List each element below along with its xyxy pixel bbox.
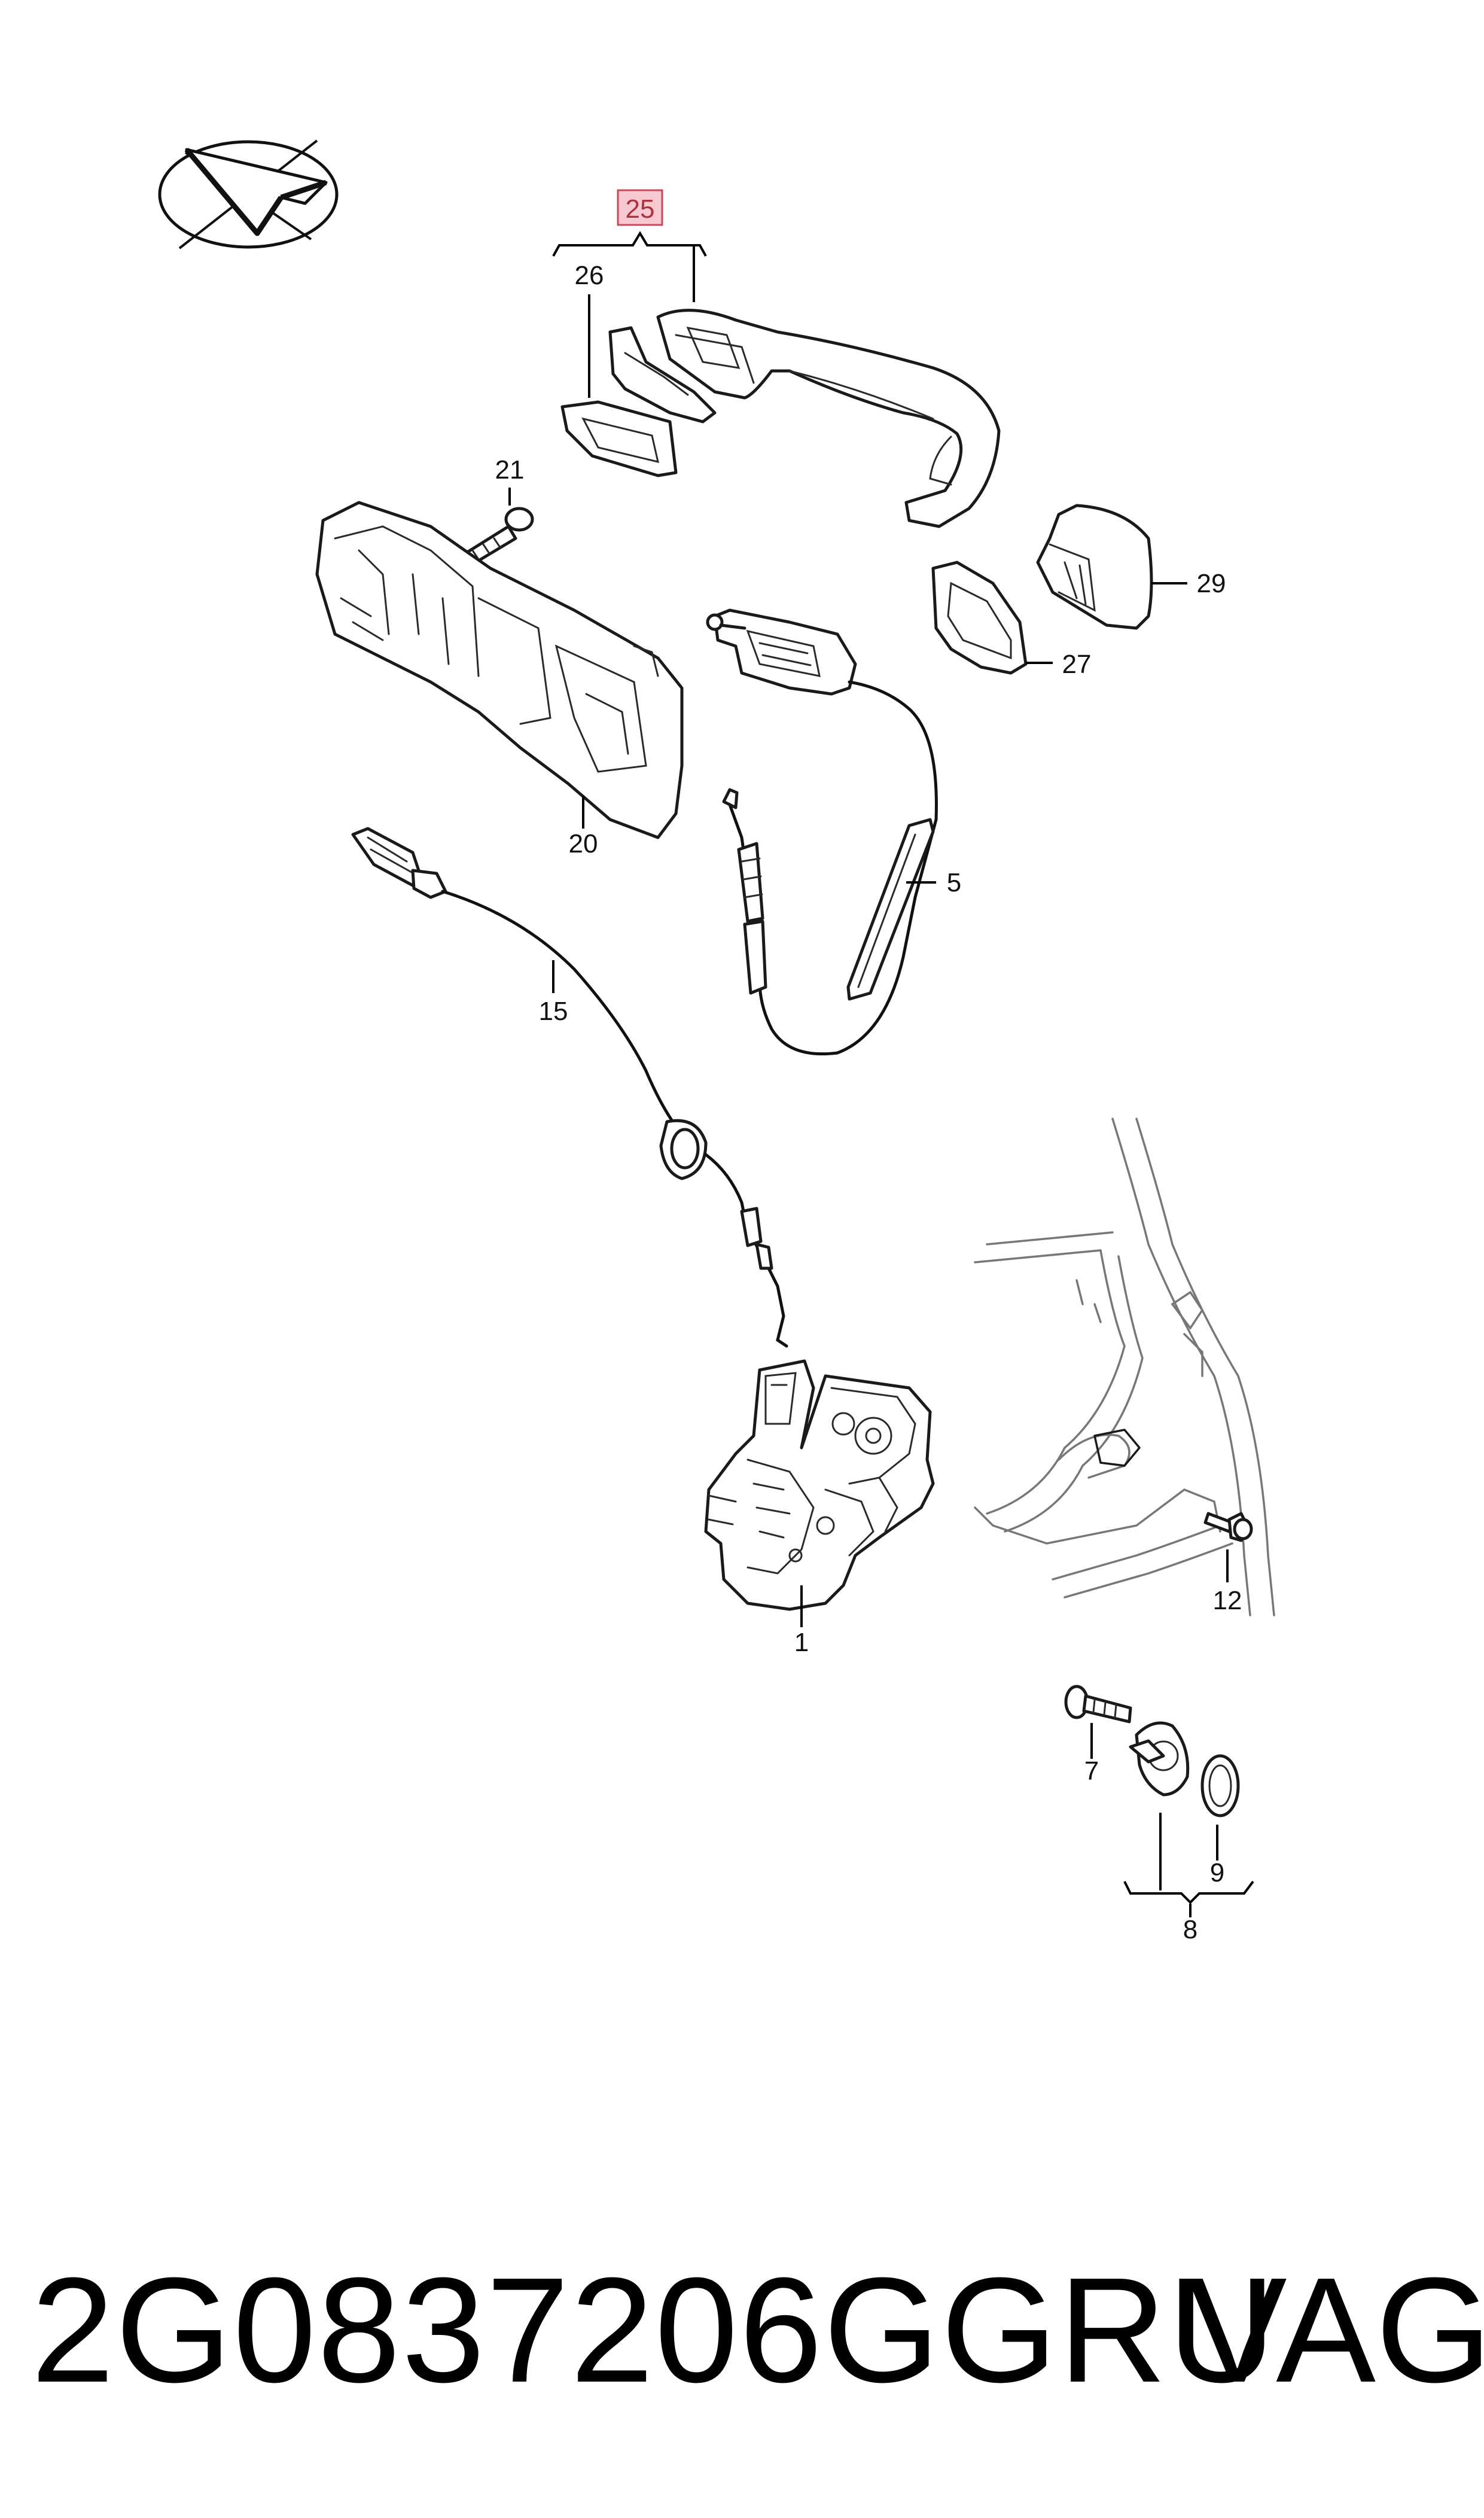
part-1-door-lock: 1 (704, 1359, 935, 1657)
brand-name: VAG (1187, 2246, 1484, 2413)
callout-15-label: 15 (539, 997, 568, 1026)
part-21-screw: 21 (459, 455, 534, 569)
callout-12-label: 12 (1213, 1586, 1242, 1615)
part-12-bolt: 12 (1203, 1512, 1253, 1615)
callout-9-label: 9 (1210, 1858, 1224, 1887)
part-27-gasket: 27 (931, 561, 1092, 679)
direction-arrow-icon (158, 139, 339, 249)
part-7-screw: 7 (1064, 1685, 1132, 1786)
part-20-handle-carrier: 20 (315, 501, 684, 858)
door-body-outline (974, 1118, 1275, 1616)
callout-7-label: 7 (1084, 1756, 1099, 1786)
callout-1-label: 1 (794, 1628, 809, 1657)
callout-25: 25 (552, 189, 707, 302)
callout-21-label: 21 (495, 455, 525, 485)
callout-5-label: 5 (947, 868, 961, 897)
part-29-end-cap: 29 (1036, 504, 1226, 630)
part-8-striker: 9 8 (1123, 1721, 1254, 1944)
callout-25-label: 25 (626, 194, 655, 224)
callout-27-label: 27 (1062, 650, 1092, 679)
part-25-door-handle (656, 309, 1001, 528)
part-5-release-cable: 5 (706, 608, 961, 1056)
part-26-handle-cap: 26 (560, 261, 717, 477)
callout-26-label: 26 (575, 261, 604, 290)
callout-8-label: 8 (1183, 1915, 1197, 1944)
callout-29-label: 29 (1197, 569, 1226, 598)
callout-20-label: 20 (569, 829, 598, 858)
part-number: 2G0837206GGRU (31, 2246, 1277, 2413)
callout-25-highlight (617, 189, 663, 226)
part-15-inner-cable: 15 (351, 827, 788, 1348)
